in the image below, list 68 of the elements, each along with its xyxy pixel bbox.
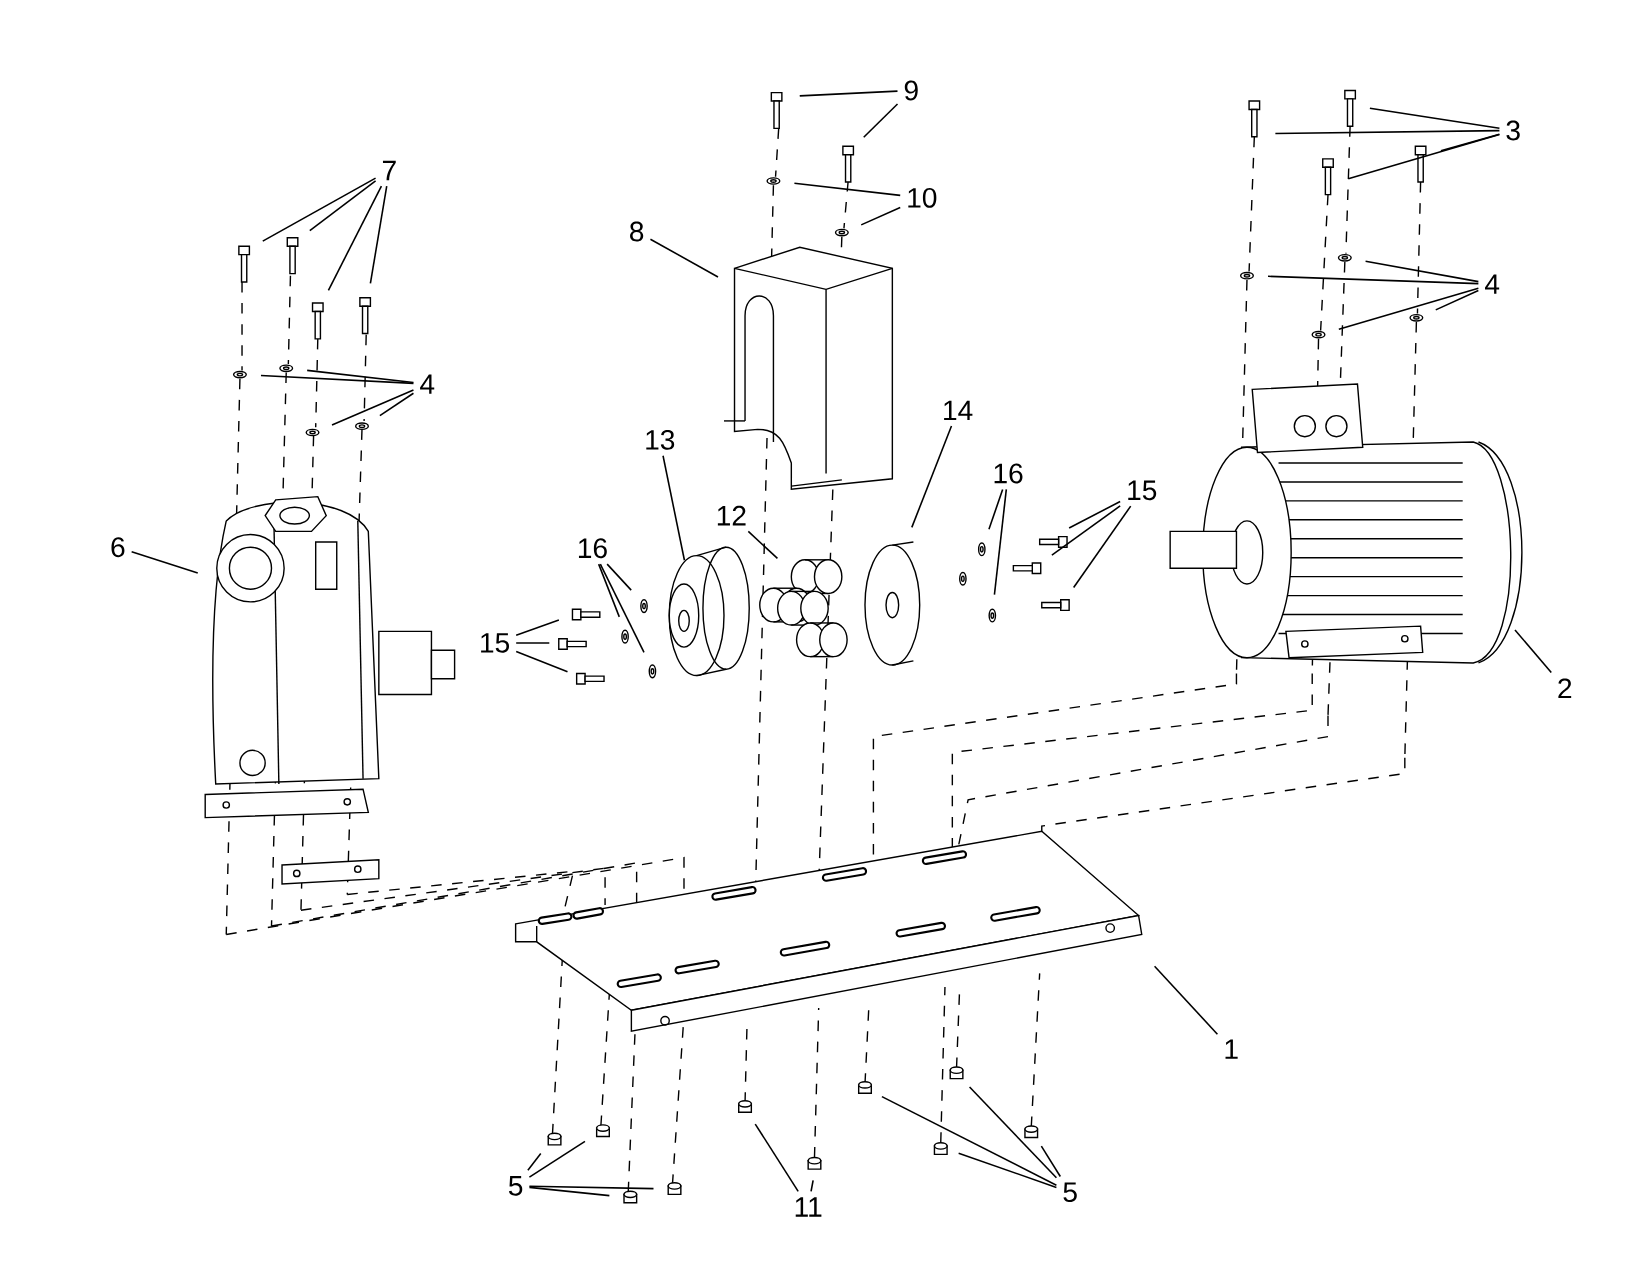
leader-line: [1267, 275, 1480, 285]
leader-line: [599, 563, 645, 653]
leader-line: [968, 1086, 1058, 1179]
callout-number: 12: [717, 505, 746, 526]
leader-line: [261, 177, 377, 242]
leader-line: [528, 1140, 586, 1178]
callout-number: 2: [1558, 678, 1572, 698]
leader-line: [379, 392, 415, 417]
leader-line: [1274, 129, 1501, 135]
leader-line: [309, 179, 377, 232]
leader-line: [1051, 504, 1121, 556]
leader-line: [130, 550, 199, 574]
callout-number: 11: [795, 1197, 822, 1217]
callout-number: 16: [578, 538, 607, 558]
callout-number: 5: [1063, 1182, 1077, 1202]
leader-line: [515, 642, 551, 644]
callout-number: 14: [944, 400, 973, 420]
callout-number: 4: [420, 374, 435, 394]
callout-number: 15: [1128, 480, 1157, 500]
leader-line: [993, 488, 1008, 596]
leader-line: [1434, 289, 1480, 311]
leader-line: [1364, 260, 1480, 283]
leader-line: [260, 374, 415, 384]
leader-line: [528, 1185, 655, 1190]
leader-line: [331, 389, 415, 426]
leader-line: [327, 185, 383, 291]
leader-line: [798, 90, 899, 97]
leader-line: [988, 488, 1004, 530]
callout-number: 5: [508, 1175, 523, 1196]
leader-line: [649, 238, 719, 278]
leader-line: [911, 425, 953, 528]
leader-line: [606, 563, 632, 591]
leader-line: [862, 103, 899, 138]
leader-line: [860, 206, 901, 226]
leader-line: [369, 185, 388, 284]
leader-line: [1440, 133, 1501, 152]
callout-number: 7: [382, 160, 396, 180]
callout-number: 10: [908, 187, 937, 208]
leader-line: [810, 1179, 814, 1192]
leader-line: [306, 369, 415, 384]
callout-number: 1: [1225, 1039, 1238, 1059]
leader-line: [662, 454, 686, 561]
callout-number: 6: [111, 537, 125, 557]
leader-line: [793, 182, 901, 196]
leader-line: [527, 1152, 542, 1171]
leader-line: [1338, 287, 1480, 330]
callout-number: 13: [646, 429, 675, 450]
leader-line: [881, 1095, 1058, 1186]
leader-line: [528, 1186, 611, 1197]
leader-line: [597, 563, 621, 618]
leader-line: [1347, 133, 1501, 180]
callout-number: 4: [1485, 274, 1500, 294]
leader-line: [957, 1152, 1058, 1189]
callout-number: 9: [904, 80, 918, 101]
leader-line: [1068, 500, 1121, 529]
leader-line: [515, 618, 560, 636]
leader-line: [1369, 107, 1501, 129]
callout-number: 15: [481, 632, 509, 653]
leader-line: [1153, 965, 1219, 1035]
leader-line: [754, 1123, 799, 1192]
leader-line: [1040, 1145, 1062, 1178]
leader-line: [1072, 505, 1132, 589]
callout-number: 16: [994, 463, 1023, 484]
callout-number: 3: [1506, 120, 1520, 141]
callout-number: 8: [630, 221, 644, 242]
leader-line: [1514, 629, 1553, 674]
leader-line: [515, 650, 569, 673]
leader-line: [747, 530, 779, 560]
